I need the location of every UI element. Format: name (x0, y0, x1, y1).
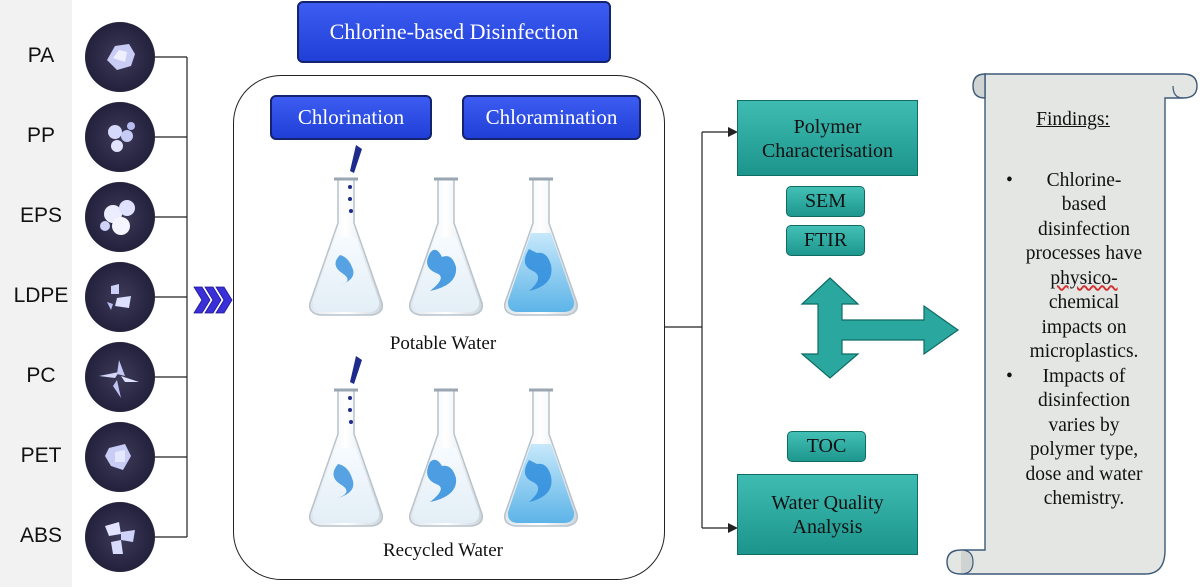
sample-image-abs (85, 502, 155, 572)
bullet-1-line: impacts on (1041, 316, 1127, 338)
sem-chip: SEM (786, 186, 865, 217)
flask-4-icon (308, 356, 384, 527)
three-way-arrow-icon (800, 277, 960, 379)
sample-image-pc (85, 342, 155, 412)
bullet-1-line: microplastics. (1029, 341, 1139, 362)
bullet-1-line: Chlorine- (1046, 169, 1122, 191)
sample-label-pet: PET (20, 444, 62, 467)
findings-bullet-2: • Impacts of disinfection varies by poly… (988, 365, 1158, 512)
bullet-1-line: physico- (1050, 267, 1118, 289)
sample-label-pp: PP (26, 124, 55, 147)
ftir-chip: FTIR (786, 225, 865, 256)
bullet-2-line: chemistry. (1043, 488, 1125, 509)
bullet-2-line: disinfection (1037, 390, 1131, 411)
flask-3-icon (503, 177, 579, 316)
potable-water-caption: Potable Water (389, 333, 497, 354)
water-quality-analysis-box: Water Quality Analysis (737, 474, 918, 555)
triple-chevron-icon (193, 286, 233, 314)
recycled-water-caption: Recycled Water (383, 540, 503, 561)
water-quality-line2: Analysis (792, 516, 863, 538)
findings-scroll (946, 73, 1198, 575)
bullet-2-dot-icon: • (1006, 365, 1013, 387)
sample-image-ldpe (85, 262, 155, 332)
sample-label-panel (0, 0, 72, 587)
sample-label-pc: PC (26, 364, 56, 387)
sample-image-pet (85, 422, 155, 492)
findings-title: Findings: (1036, 109, 1110, 130)
flask-2-icon (408, 177, 484, 316)
sample-label-eps: EPS (19, 204, 63, 227)
polymer-title-line2: Characterisation (761, 140, 894, 162)
bullet-1-line: disinfection (1037, 218, 1131, 240)
chloramination-label: Chloramination (462, 95, 641, 140)
bullet-1-line: chemical (1048, 292, 1120, 313)
chlorine-disinfection-header: Chlorine-based Disinfection (297, 1, 611, 63)
recycled-water-flasks (308, 356, 579, 527)
sample-bracket-connector (155, 56, 188, 538)
bullet-2-text: Impacts of disinfection varies by polyme… (988, 365, 1158, 512)
polymer-title-line1: Polymer (793, 116, 862, 138)
potable-water-flasks (308, 145, 579, 316)
toc-chip: TOC (787, 431, 866, 462)
findings-bullet-1: • Chlorine- based disinfection processes… (988, 169, 1158, 365)
flask-6-icon (503, 388, 579, 527)
bullet-2-line: varies by (1048, 414, 1120, 436)
bullet-1-line: based (1061, 194, 1107, 215)
flask-1-icon (308, 145, 384, 316)
bullet-1-dot-icon: • (1006, 169, 1013, 191)
bullet-2-line: dose and water (1025, 463, 1143, 485)
sample-image-pa (85, 22, 155, 92)
sample-label-abs: ABS (19, 524, 63, 547)
findings-content: Findings: • Chlorine- based disinfection… (988, 108, 1158, 512)
analysis-connector-arrows (664, 127, 738, 533)
water-quality-line1: Water Quality (771, 492, 884, 514)
bullet-1-text: Chlorine- based disinfection processes h… (988, 169, 1158, 365)
sample-label-pa: PA (27, 44, 55, 67)
chlorination-label: Chlorination (270, 95, 432, 140)
sample-label-ldpe: LDPE (13, 284, 69, 307)
bullet-1-line: processes have (1025, 243, 1143, 264)
sample-image-pp (85, 102, 155, 172)
bullet-2-line: polymer type, (1029, 439, 1139, 460)
sample-image-eps (85, 182, 155, 252)
flask-5-icon (408, 388, 484, 527)
bullet-2-line: Impacts of (1042, 365, 1126, 387)
polymer-characterisation-box: Polymer Characterisation (737, 100, 918, 176)
